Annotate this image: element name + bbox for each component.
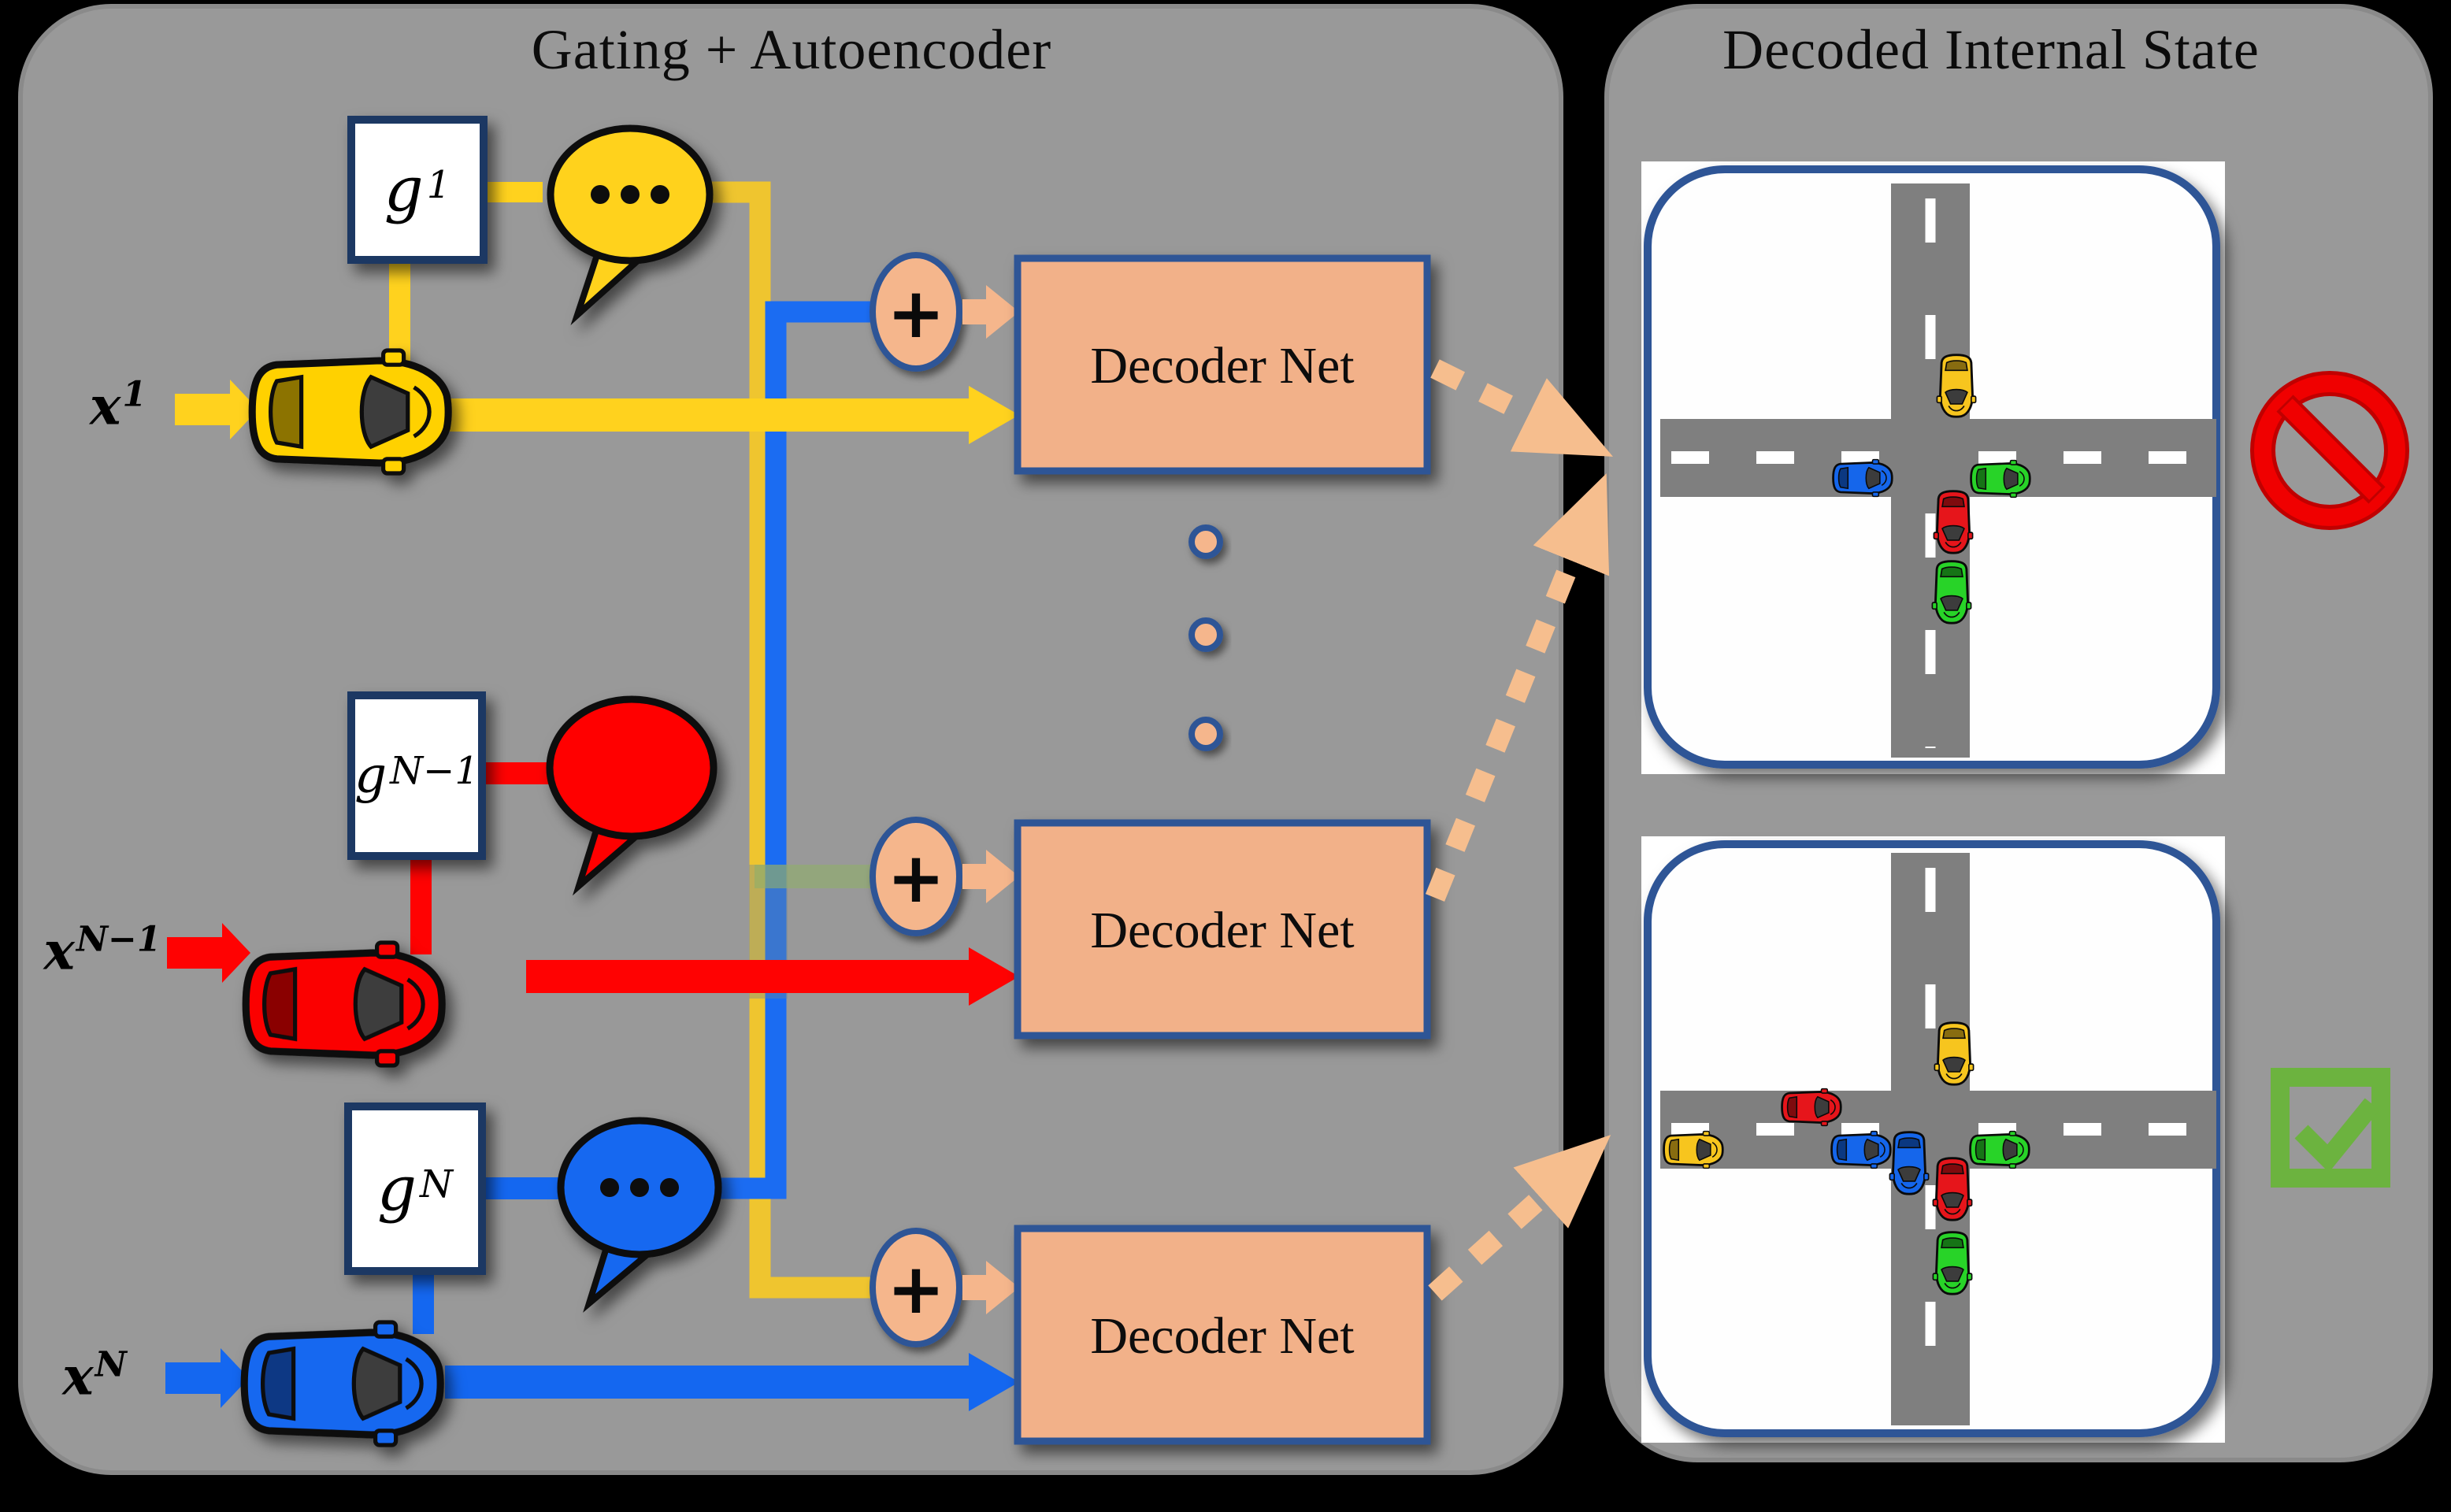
gate2-to-bubble-link bbox=[482, 762, 557, 784]
scene2-green-car-2 bbox=[1931, 1231, 1974, 1295]
decoder-net-2-label: Decoder Net bbox=[1090, 902, 1354, 959]
adder-3 bbox=[870, 1228, 962, 1347]
gate3-base: g bbox=[377, 1153, 417, 1225]
scene1-blue-car bbox=[1832, 458, 1893, 498]
x1-sup: 1 bbox=[122, 374, 146, 415]
gate2-box bbox=[347, 691, 486, 860]
scene1-red-car bbox=[1932, 490, 1975, 554]
scene-top-intersection bbox=[1641, 161, 2225, 774]
decoder-net-3-label: Decoder Net bbox=[1090, 1307, 1354, 1365]
ellipsis-dots-icon bbox=[1188, 524, 1223, 751]
adder-3-plus: + bbox=[887, 1248, 945, 1329]
xN-base: x bbox=[62, 1345, 94, 1407]
yellow-message-line bbox=[705, 181, 873, 1299]
adder2-to-decoder-arrow bbox=[962, 850, 1019, 903]
adder1-to-decoder-arrow bbox=[962, 285, 1019, 339]
input-arrow-xN1 bbox=[167, 923, 250, 983]
decode-arrows bbox=[1425, 359, 1613, 1301]
adder-2-plus: + bbox=[887, 837, 945, 918]
gate3-to-car-link bbox=[413, 1271, 434, 1334]
input-arrow-x1 bbox=[175, 380, 258, 439]
scene-bottom-intersection bbox=[1641, 836, 2225, 1443]
red-agent-car bbox=[246, 943, 442, 1065]
decode-arrow-3 bbox=[1428, 1135, 1611, 1301]
checkbox-checked-icon bbox=[2271, 1068, 2390, 1188]
input-label-xN1: xN−1 bbox=[43, 920, 161, 982]
xN1-sup: N−1 bbox=[76, 919, 161, 960]
speech-bubble-blue-icon bbox=[557, 1117, 722, 1313]
scene2-blue-car-2 bbox=[1888, 1131, 1930, 1195]
decoder-net-2: Decoder Net bbox=[1014, 819, 1431, 1040]
gate2-sup: N−1 bbox=[390, 749, 479, 793]
adder-1-plus: + bbox=[887, 272, 945, 354]
faded-message-tap bbox=[755, 865, 873, 888]
gate2-base: g bbox=[354, 747, 387, 805]
scene2-lane-markings bbox=[1671, 868, 2205, 1418]
scene1-green-car-1 bbox=[1970, 459, 2031, 498]
yellow-agent-car bbox=[252, 350, 448, 473]
scene2-red-car-2 bbox=[1931, 1157, 1974, 1221]
xN-sup: N bbox=[95, 1344, 127, 1385]
speech-bubble-yellow-icon bbox=[547, 124, 714, 326]
right-panel-title: Decoded Internal State bbox=[1722, 18, 2260, 81]
gate1-sup: 1 bbox=[426, 163, 451, 207]
x1-base: x bbox=[90, 375, 121, 437]
scene2-green-car-1 bbox=[1969, 1130, 2030, 1169]
encoding-arrow-red bbox=[526, 947, 1019, 1006]
adder-2 bbox=[870, 817, 962, 936]
gate1-to-car-link bbox=[389, 260, 410, 361]
decoder-net-3: Decoder Net bbox=[1014, 1225, 1431, 1445]
adder3-to-decoder-arrow bbox=[962, 1261, 1019, 1314]
gate3-sup: N bbox=[419, 1162, 453, 1206]
scene1-horizontal-road bbox=[1660, 419, 2216, 497]
blue-message-line bbox=[713, 301, 873, 1199]
scene1-yellow-car bbox=[1935, 354, 1978, 418]
no-entry-icon bbox=[2250, 371, 2409, 530]
scene2-yellow-car-1 bbox=[1933, 1021, 1975, 1086]
decode-arrow-2 bbox=[1425, 473, 1610, 902]
input-arrow-xN bbox=[165, 1348, 249, 1408]
gate1-box bbox=[347, 116, 488, 264]
decoder-net-1-label: Decoder Net bbox=[1090, 337, 1354, 395]
gate3-to-bubble-link bbox=[482, 1177, 561, 1199]
scene2-yellow-car-2 bbox=[1663, 1130, 1724, 1169]
adder-1 bbox=[870, 252, 962, 372]
encoding-arrow-blue bbox=[445, 1353, 1019, 1411]
decoder-net-1: Decoder Net bbox=[1014, 254, 1431, 475]
scene2-horizontal-road bbox=[1660, 1091, 2216, 1169]
blue-agent-car bbox=[244, 1322, 440, 1445]
gate3-box bbox=[344, 1102, 486, 1275]
speech-bubble-red-icon bbox=[546, 695, 718, 896]
input-label-x1: x1 bbox=[90, 375, 146, 437]
scene2-blue-car-1 bbox=[1830, 1130, 1892, 1169]
gate2-to-car-link bbox=[410, 856, 432, 954]
left-panel-title: Gating + Autoencoder bbox=[531, 18, 1052, 81]
scene1-green-car-2 bbox=[1930, 560, 1973, 624]
scene2-red-car-1 bbox=[1781, 1088, 1842, 1127]
input-label-xN: xN bbox=[62, 1345, 127, 1407]
xN1-base: x bbox=[43, 920, 75, 982]
scene1-lane-markings bbox=[1671, 198, 2205, 748]
gate1-base: g bbox=[384, 154, 424, 225]
gate1-to-bubble-link bbox=[484, 182, 543, 202]
encoding-arrow-yellow bbox=[449, 386, 1019, 444]
